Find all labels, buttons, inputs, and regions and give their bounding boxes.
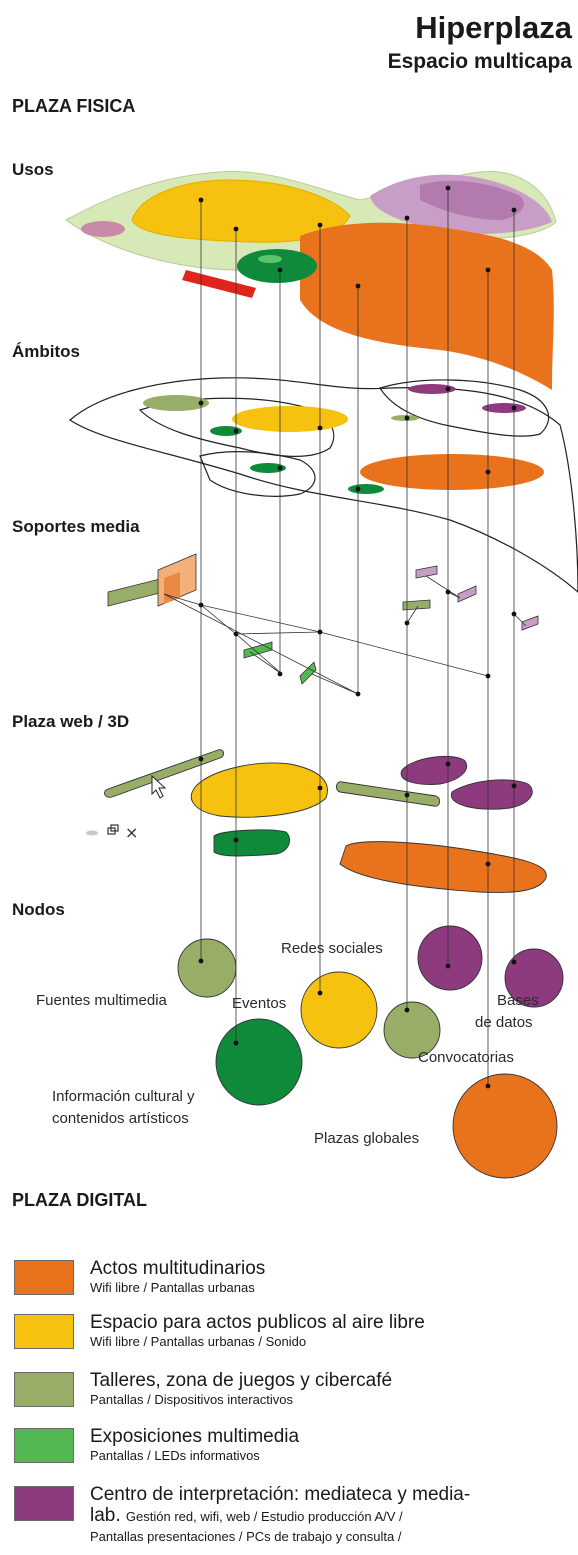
media-panel-olive-2	[402, 599, 431, 611]
legend-swatch-orange	[14, 1260, 74, 1295]
ambitos-green-spot-3	[348, 484, 384, 494]
connector-dots	[198, 185, 517, 1089]
legend-swatch-light-green	[14, 1428, 74, 1463]
node-eventos	[300, 971, 378, 1049]
usos-green-spot	[258, 255, 282, 263]
legend-title: Talleres, zona de juegos y cibercafé	[90, 1370, 393, 1391]
legend-title-line1: Centro de interpretación: mediateca y me…	[90, 1484, 471, 1505]
minimize-icon[interactable]	[86, 830, 98, 836]
ambitos-layer	[69, 377, 578, 593]
usos-pink-spot	[81, 221, 125, 237]
ambitos-inner-outline-2	[379, 379, 550, 437]
node-fuentes-multimedia	[177, 938, 237, 998]
label-redes-sociales: Redes sociales	[281, 940, 383, 957]
page-subtitle: Espacio multicapa	[387, 50, 572, 73]
label-bases-line2: de datos	[475, 1014, 533, 1031]
layer-diagram: × R	[36, 171, 578, 1179]
section-ambitos: Ámbitos	[12, 342, 80, 361]
restore-icon[interactable]	[107, 824, 119, 835]
label-bases-line1: Bases	[497, 992, 539, 1009]
legend-title: Espacio para actos publicos al aire libr…	[90, 1312, 425, 1333]
web-yellow-zone	[190, 762, 328, 818]
legend-desc: Pantallas / Dispositivos interactivos	[90, 1392, 294, 1407]
legend-swatch-olive	[14, 1372, 74, 1407]
node-bases-de-datos	[504, 948, 564, 1008]
node-convocatorias	[383, 1001, 441, 1059]
page-title: Hiperplaza	[415, 10, 572, 45]
ambitos-purple-spot-2	[482, 403, 526, 413]
web-orange-zone	[339, 841, 547, 893]
media-panel-pink-2	[457, 585, 477, 603]
node-redes-sociales	[417, 925, 483, 991]
legend-swatch-purple	[14, 1486, 74, 1521]
web-purple-zone-1	[400, 755, 468, 785]
section-plaza-digital: PLAZA DIGITAL	[12, 1190, 147, 1210]
legend-desc: Pantallas presentaciones / PCs de trabaj…	[90, 1529, 402, 1544]
legend-title: Exposiciones multimedia	[90, 1426, 300, 1447]
media-panel-green-2	[299, 661, 317, 685]
media-panel-olive-1	[107, 577, 165, 607]
section-nodos: Nodos	[12, 900, 65, 919]
ambitos-green-spot-1	[210, 426, 242, 436]
usos-red-strip	[182, 270, 256, 298]
section-plaza-fisica: PLAZA FISICA	[12, 96, 136, 116]
ambitos-inner-outline-1	[138, 397, 335, 457]
legend-desc: Wifi libre / Pantallas urbanas / Sonido	[90, 1334, 307, 1349]
soportes-layer	[107, 553, 539, 695]
usos-green-zone	[237, 249, 317, 283]
ambitos-fills	[143, 384, 544, 494]
node-plazas-globales	[452, 1073, 558, 1179]
ambitos-olive-spot	[143, 395, 209, 411]
label-fuentes-multimedia: Fuentes multimedia	[36, 992, 168, 1009]
ambitos-inner-outline-3	[199, 451, 316, 497]
label-informacion-line1: Información cultural y	[52, 1088, 195, 1105]
legend-title: Centro de interpretación: mediateca y me…	[90, 1484, 570, 1527]
plaza-web-layer	[104, 749, 547, 893]
legend-desc-inline: Gestión red, wifi, web / Estudio producc…	[125, 1509, 403, 1524]
section-plaza-web: Plaza web / 3D	[12, 712, 130, 731]
section-soportes-media: Soportes media	[12, 517, 140, 536]
legend-title-line2: lab.	[90, 1505, 121, 1526]
ambitos-green-spot-2	[250, 463, 286, 473]
label-eventos: Eventos	[232, 995, 286, 1012]
mouse-pointer-icon	[151, 774, 167, 799]
usos-purple-inner	[420, 180, 524, 220]
usos-layer	[65, 171, 557, 390]
close-icon[interactable]: ×	[125, 823, 138, 842]
web-purple-zone-2	[450, 779, 533, 810]
media-panel-pink-3	[521, 615, 539, 631]
label-informacion-line2: contenidos artísticos	[52, 1110, 189, 1127]
web-olive-bar-2	[335, 781, 441, 807]
legend-desc: Pantallas / LEDs informativos	[90, 1448, 260, 1463]
label-plazas-globales: Plazas globales	[314, 1130, 419, 1147]
usos-orange-zone	[300, 222, 554, 390]
usos-yellow-zone	[131, 179, 351, 243]
label-convocatorias: Convocatorias	[418, 1049, 514, 1066]
section-usos: Usos	[12, 160, 54, 179]
window-controls: ×	[86, 823, 138, 842]
legend-title: Actos multitudinarios	[90, 1258, 266, 1279]
web-green-zone	[213, 829, 290, 857]
nodos-layer	[177, 925, 564, 1179]
web-olive-bar-1	[104, 749, 225, 798]
media-panel-pink-1	[415, 565, 438, 579]
ambitos-yellow-spot	[232, 406, 348, 432]
ambitos-orange-spot	[360, 454, 544, 490]
ambitos-outline	[69, 377, 578, 593]
node-informacion-cultural	[215, 1018, 303, 1106]
legend-desc: Wifi libre / Pantallas urbanas	[90, 1280, 255, 1295]
legend-swatch-yellow	[14, 1314, 74, 1349]
ambitos-purple-spot-1	[408, 384, 456, 394]
